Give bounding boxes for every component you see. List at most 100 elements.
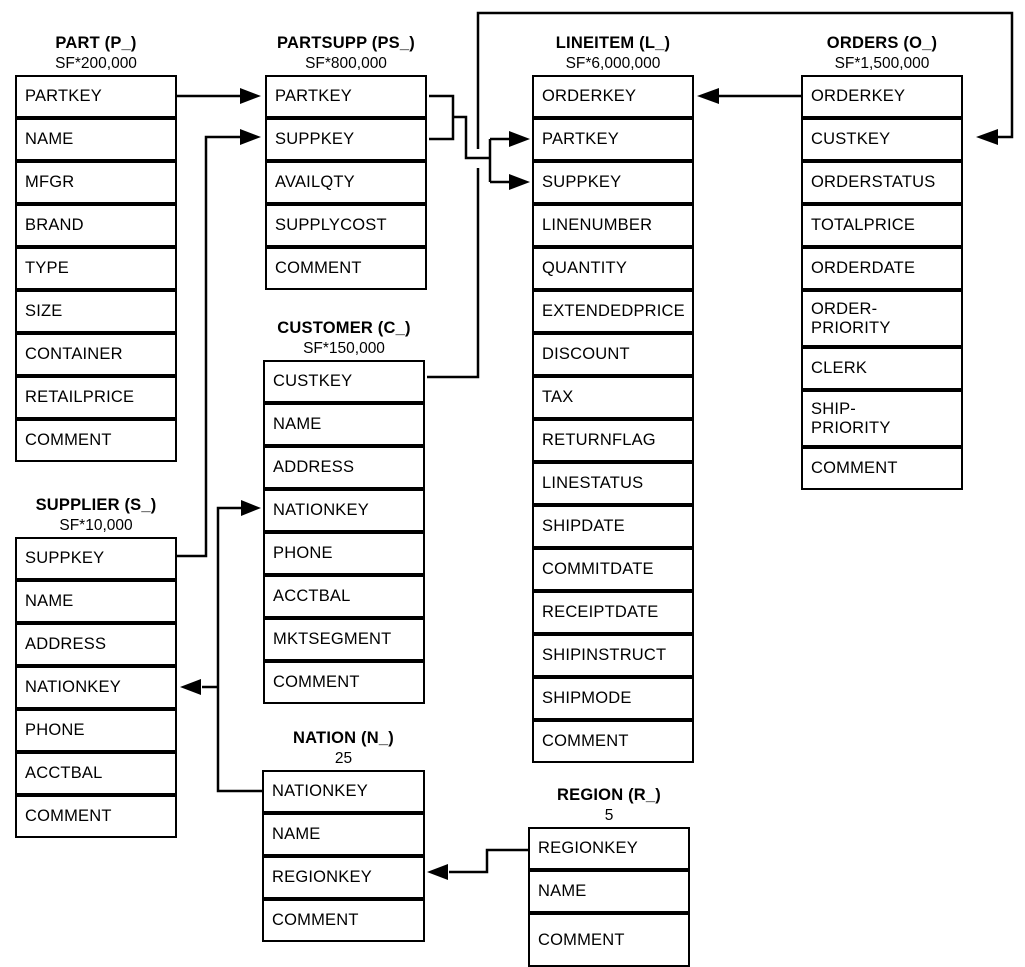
column-suppkey: SUPPKEY xyxy=(15,537,177,580)
column-orderkey: ORDERKEY xyxy=(532,75,694,118)
table-supplier-caption: SUPPLIER (S_) SF*10,000 xyxy=(15,493,177,535)
column-label: COMMITDATE xyxy=(542,560,654,578)
column-nationkey: NATIONKEY xyxy=(263,489,425,532)
column-label: RETAILPRICE xyxy=(25,388,135,406)
column-label: ACCTBAL xyxy=(273,587,351,605)
table-partsupp-columns: PARTKEY SUPPKEY AVAILQTY SUPPLYCOST COMMENT xyxy=(265,75,427,290)
column-label: LINESTATUS xyxy=(542,474,644,492)
column-label: PHONE xyxy=(25,721,85,739)
column-label: COMMENT xyxy=(275,259,362,277)
column-label: COMMENT xyxy=(811,459,898,477)
column-receiptdate: RECEIPTDATE xyxy=(532,591,694,634)
column-label: SHIPINSTRUCT xyxy=(542,646,667,664)
column-linenumber: LINENUMBER xyxy=(532,204,694,247)
column-comment: COMMENT xyxy=(15,419,177,462)
column-acctbal: ACCTBAL xyxy=(263,575,425,618)
column-name: NAME xyxy=(528,870,690,913)
table-customer-cardinality: SF*150,000 xyxy=(303,340,385,357)
column-label: SUPPKEY xyxy=(542,173,622,191)
column-tax: TAX xyxy=(532,376,694,419)
column-brand: BRAND xyxy=(15,204,177,247)
column-shipmode: SHIPMODE xyxy=(532,677,694,720)
column-label: SHIP- PRIORITY xyxy=(811,399,891,437)
column-mktsegment: MKTSEGMENT xyxy=(263,618,425,661)
column-label: REGIONKEY xyxy=(538,839,638,857)
column-label: SUPPKEY xyxy=(25,549,105,567)
column-label: NAME xyxy=(273,415,322,433)
column-discount: DISCOUNT xyxy=(532,333,694,376)
column-label: PARTKEY xyxy=(275,87,352,105)
column-label: MFGR xyxy=(25,173,75,191)
table-region-cardinality: 5 xyxy=(604,807,614,824)
fk-part-partkey-to-partsupp xyxy=(177,88,261,104)
column-phone: PHONE xyxy=(15,709,177,752)
column-label: ORDERSTATUS xyxy=(811,173,936,191)
column-nationkey: NATIONKEY xyxy=(262,770,425,813)
column-label: REGIONKEY xyxy=(272,868,372,886)
column-label: COMMENT xyxy=(542,732,629,750)
column-orderkey: ORDERKEY xyxy=(801,75,963,118)
column-name: NAME xyxy=(262,813,425,856)
table-nation-title: NATION (N_) xyxy=(293,729,394,747)
column-availqty: AVAILQTY xyxy=(265,161,427,204)
table-customer-caption: CUSTOMER (C_) SF*150,000 xyxy=(263,316,425,358)
column-address: ADDRESS xyxy=(263,446,425,489)
column-label: SHIPMODE xyxy=(542,689,632,707)
table-partsupp-title: PARTSUPP (PS_) xyxy=(277,34,415,52)
column-commitdate: COMMITDATE xyxy=(532,548,694,591)
column-phone: PHONE xyxy=(263,532,425,575)
table-part-cardinality: SF*200,000 xyxy=(55,55,137,72)
table-part-caption: PART (P_) SF*200,000 xyxy=(15,31,177,73)
column-suppkey: SUPPKEY xyxy=(532,161,694,204)
column-regionkey: REGIONKEY xyxy=(528,827,690,870)
column-label: NAME xyxy=(272,825,321,843)
table-partsupp-caption: PARTSUPP (PS_) SF*800,000 xyxy=(265,31,427,73)
table-region-title: REGION (R_) xyxy=(557,786,661,804)
fk-partsupp-to-lineitem xyxy=(429,94,530,190)
column-shipdate: SHIPDATE xyxy=(532,505,694,548)
column-label: NAME xyxy=(538,882,587,900)
column-label: TOTALPRICE xyxy=(811,216,916,234)
table-customer-title: CUSTOMER (C_) xyxy=(277,319,411,337)
column-label: NATIONKEY xyxy=(25,678,121,696)
fk-region-regionkey-to-nation xyxy=(427,848,528,880)
column-comment: COMMENT xyxy=(262,899,425,942)
table-supplier-cardinality: SF*10,000 xyxy=(59,517,133,534)
column-label: NAME xyxy=(25,592,74,610)
column-order-priority: ORDER- PRIORITY xyxy=(801,290,963,347)
column-nationkey: NATIONKEY xyxy=(15,666,177,709)
column-label: NATIONKEY xyxy=(273,501,369,519)
table-nation-cardinality: 25 xyxy=(334,750,353,767)
column-name: NAME xyxy=(263,403,425,446)
fk-supplier-suppkey-to-partsupp xyxy=(177,129,261,558)
column-label: SUPPLYCOST xyxy=(275,216,387,234)
column-ship-priority: SHIP- PRIORITY xyxy=(801,390,963,447)
column-label: SUPPKEY xyxy=(275,130,355,148)
column-comment: COMMENT xyxy=(263,661,425,704)
column-custkey: CUSTKEY xyxy=(801,118,963,161)
column-acctbal: ACCTBAL xyxy=(15,752,177,795)
column-size: SIZE xyxy=(15,290,177,333)
column-orderdate: ORDERDATE xyxy=(801,247,963,290)
column-label: ADDRESS xyxy=(273,458,355,476)
column-label: MKTSEGMENT xyxy=(273,630,392,648)
column-label: COMMENT xyxy=(25,431,112,449)
column-label: COMMENT xyxy=(25,807,112,825)
table-region-columns: REGIONKEY NAME COMMENT xyxy=(528,827,690,967)
column-comment: COMMENT xyxy=(265,247,427,290)
column-label: CUSTKEY xyxy=(811,130,891,148)
column-label: DISCOUNT xyxy=(542,345,630,363)
column-name: NAME xyxy=(15,580,177,623)
column-returnflag: RETURNFLAG xyxy=(532,419,694,462)
column-mfgr: MFGR xyxy=(15,161,177,204)
column-label: RECEIPTDATE xyxy=(542,603,659,621)
column-label: ORDERKEY xyxy=(542,87,637,105)
column-supplycost: SUPPLYCOST xyxy=(265,204,427,247)
column-label: TYPE xyxy=(25,259,69,277)
table-nation-columns: NATIONKEY NAME REGIONKEY COMMENT xyxy=(262,770,425,942)
fk-nation-nationkey-to-supplier xyxy=(180,679,218,695)
column-label: COMMENT xyxy=(538,930,625,949)
fk-nation-nationkey-to-customer xyxy=(216,500,262,793)
